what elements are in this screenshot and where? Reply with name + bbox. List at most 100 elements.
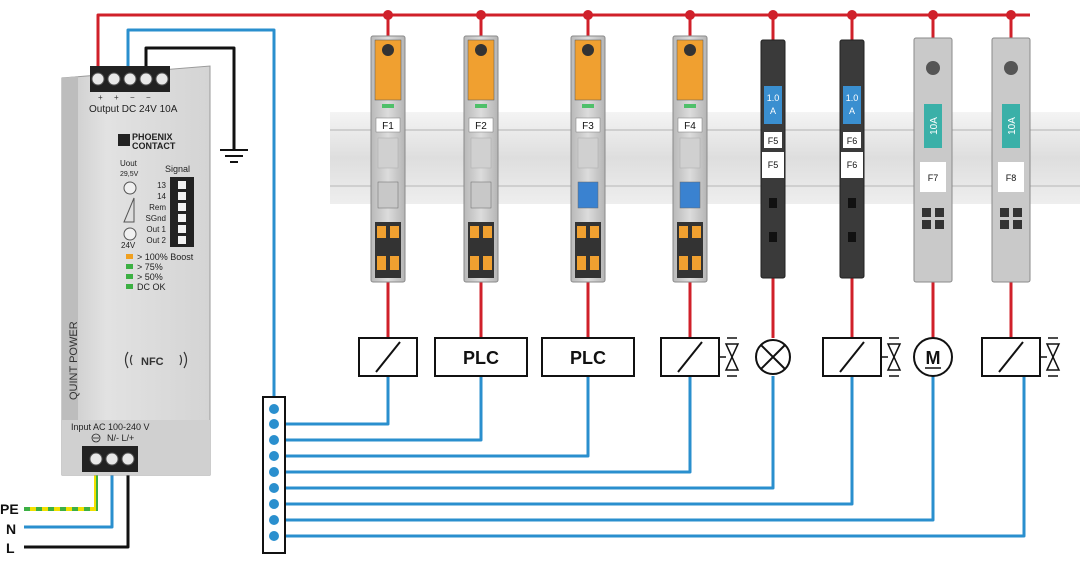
phoenix-contact-logo: PHOENIX CONTACT [118, 132, 176, 151]
status-led [684, 104, 696, 108]
fuse-cartridge[interactable] [764, 86, 782, 124]
strip-terminal-dot [269, 419, 279, 429]
terminal-release[interactable] [377, 226, 386, 238]
terminal-release[interactable] [590, 256, 599, 270]
output-polarity-plus-1: + [98, 93, 103, 102]
terminal-release[interactable] [692, 226, 701, 238]
terminal-release[interactable] [577, 226, 586, 238]
mains-pe-label: PE [0, 501, 19, 517]
legend-led-swatch [126, 284, 133, 289]
terminal-screw[interactable] [89, 452, 103, 466]
logo-plate [470, 137, 492, 169]
fuse-cartridge[interactable] [843, 86, 861, 124]
signal-terminal[interactable] [178, 192, 186, 200]
legend-text: DC OK [137, 282, 166, 292]
output-polarity-minus-2: − [146, 93, 151, 102]
device-label: F4 [684, 121, 696, 132]
strip-terminal-dot [269, 499, 279, 509]
terminal-screw[interactable] [139, 72, 153, 86]
pe-wire [24, 470, 98, 511]
breaker-switch[interactable] [470, 181, 492, 209]
load-return-wire [274, 376, 483, 442]
terminal-screw[interactable] [475, 44, 487, 56]
signal-terminal[interactable] [178, 225, 186, 233]
signal-terminal[interactable] [178, 236, 186, 244]
terminal-screw[interactable] [123, 72, 137, 86]
fuse-rating-unit: A [770, 106, 776, 116]
load-7: M [913, 337, 953, 377]
terminal-screw[interactable] [121, 452, 135, 466]
terminal-release[interactable] [679, 256, 688, 270]
logo-plate [679, 137, 701, 169]
terminal-release[interactable] [483, 226, 492, 238]
device-sub-label: F5 [768, 160, 779, 170]
terminal-screw[interactable] [926, 61, 940, 75]
terminal-screw[interactable] [382, 44, 394, 56]
device-f4: F4 [672, 35, 708, 283]
status-led [382, 104, 394, 108]
strip-terminal-dot [269, 467, 279, 477]
terminal-screw[interactable] [91, 72, 105, 86]
terminal-slot [769, 232, 777, 242]
logo-plate [577, 137, 599, 169]
junction-dot [685, 10, 695, 20]
load-return-wire [274, 376, 775, 490]
terminal-screw[interactable] [1004, 61, 1018, 75]
uout-adjust-knob[interactable] [123, 181, 137, 195]
relay-coil-box [660, 337, 720, 377]
valve-triangle-top [724, 343, 740, 359]
input-screws [89, 452, 135, 466]
strip-terminal-dot [269, 531, 279, 541]
label-plate [841, 152, 863, 178]
fuse-carrier[interactable] [924, 104, 942, 148]
fuse-carrier[interactable] [1002, 104, 1020, 148]
v24-knob[interactable] [123, 227, 137, 241]
fuse-rating-unit: A [849, 106, 855, 116]
positive-bus-wire [96, 13, 1030, 66]
signal-terminal[interactable] [178, 203, 186, 211]
signal-terminal[interactable] [178, 214, 186, 222]
legend-text: > 50% [137, 272, 163, 282]
terminal-screw[interactable] [582, 44, 594, 56]
signal-terminal-label: Out 1 [146, 225, 166, 234]
breaker-switch[interactable] [577, 181, 599, 209]
breaker-switch[interactable] [679, 181, 701, 209]
terminal-release[interactable] [590, 226, 599, 238]
terminal-port [935, 220, 944, 229]
relay-coil-slash [677, 341, 703, 373]
load-3: PLC [541, 337, 635, 377]
terminal-screw[interactable] [155, 72, 169, 86]
load-8 [981, 337, 1061, 377]
terminal-screw[interactable] [107, 72, 121, 86]
load-6 [822, 337, 902, 377]
terminal-screw[interactable] [105, 452, 119, 466]
terminal-release[interactable] [470, 256, 479, 270]
terminal-release[interactable] [577, 256, 586, 270]
svg-text:CONTACT: CONTACT [132, 141, 176, 151]
load-return-wire [274, 376, 692, 474]
breaker-switch[interactable] [377, 181, 399, 209]
lamp-cross [760, 344, 786, 370]
terminal-release[interactable] [692, 256, 701, 270]
motor-label: M [926, 348, 941, 368]
device-sub-label: F6 [847, 160, 858, 170]
terminal-release[interactable] [390, 226, 399, 238]
terminal-release[interactable] [470, 226, 479, 238]
led-legend: > 100% Boost> 75%> 50%DC OK [126, 252, 194, 292]
load-5 [755, 339, 791, 375]
signal-terminal[interactable] [178, 181, 186, 189]
terminal-release[interactable] [390, 256, 399, 270]
output-polarity-minus-1: − [130, 93, 135, 102]
terminal-screw[interactable] [684, 44, 696, 56]
terminal-release[interactable] [679, 226, 688, 238]
junction-dot [583, 10, 593, 20]
terminal-release[interactable] [483, 256, 492, 270]
input-label: Input AC 100-240 V [71, 422, 150, 432]
valve-triangle-top [1045, 343, 1061, 359]
terminal-port [1013, 220, 1022, 229]
terminal-release[interactable] [377, 256, 386, 270]
ground-symbol-icon [220, 149, 248, 163]
signal-header: Signal [165, 164, 190, 174]
